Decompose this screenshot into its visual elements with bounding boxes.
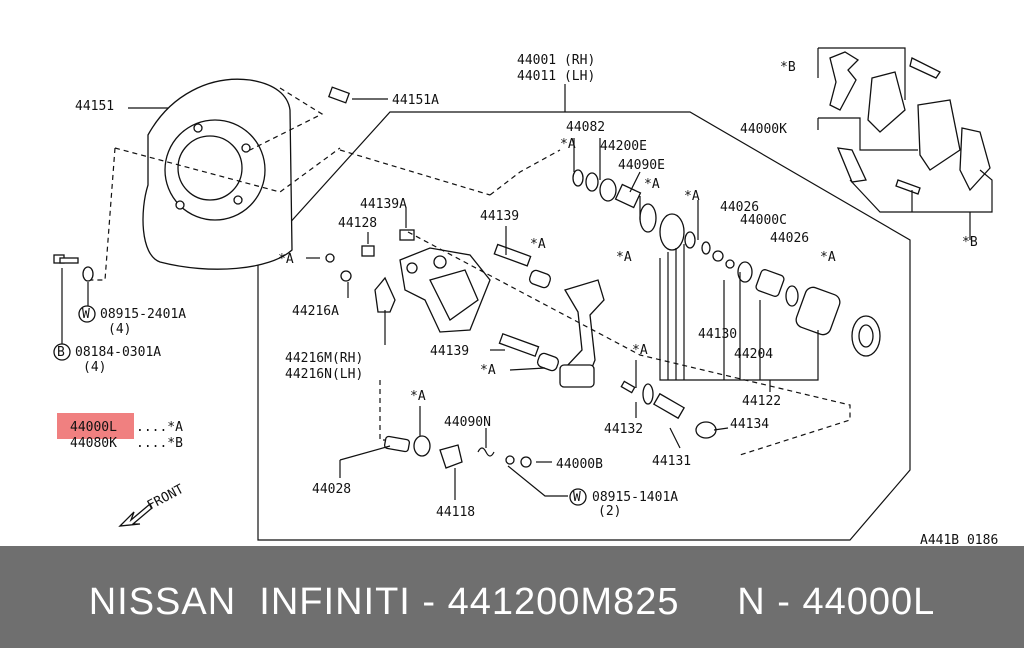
guide-pin-upper: [493, 243, 552, 289]
seal-set: [572, 169, 711, 255]
label-star-a-3: *A: [684, 189, 700, 204]
footer-bar: NISSAN INFINITI - 441200M825 N - 44000L: [0, 546, 1024, 648]
w-circle-letter: W: [82, 307, 90, 322]
label-44026-top: 44026: [720, 200, 759, 215]
label-08915-1401a-qty: (2): [598, 504, 621, 519]
diagram-code: A441B 0186: [920, 533, 998, 546]
label-44134: 44134: [730, 417, 769, 432]
label-08915-1401a: 08915-1401A: [592, 490, 678, 505]
plate-bolt: [327, 86, 388, 104]
pad-kit: [817, 47, 993, 240]
label-44131: 44131: [652, 454, 691, 469]
highlight-44000l: [57, 413, 134, 439]
clip-star-a: [325, 253, 335, 263]
label-08915-2401a-qty: (4): [108, 322, 131, 337]
label-star-a-4: *A: [820, 250, 836, 265]
label-44139-bot: 44139: [430, 344, 469, 359]
label-star-a-5: *A: [616, 250, 632, 265]
label-44000k: 44000K: [740, 122, 787, 137]
guide-pin-lower: [498, 332, 560, 372]
caliper-bracket: [374, 247, 491, 333]
clip-44216a: [340, 270, 352, 282]
w-circle: [78, 305, 96, 323]
label-08184-0301a-qty: (4): [83, 360, 106, 375]
label-44216n: 44216N(LH): [285, 367, 363, 382]
label-44130: 44130: [698, 327, 737, 342]
caliper-boundary: [257, 111, 911, 541]
footer-part-text: NISSAN INFINITI - 441200M825 N - 44000L: [88, 581, 936, 623]
w-circle-2-letter: W: [573, 490, 581, 505]
label-44026-bot: 44026: [770, 231, 809, 246]
label-star-a-7: *A: [278, 252, 294, 267]
label-44204: 44204: [734, 347, 773, 362]
label-08915-2401a: 08915-2401A: [100, 307, 186, 322]
label-44151a: 44151A: [392, 93, 439, 108]
label-star-a-10: *A: [410, 389, 426, 404]
b-circle: [53, 343, 71, 361]
label-44139a: 44139A: [360, 197, 407, 212]
label-44080k-mark: ....*B: [136, 436, 183, 451]
label-44000c: 44000C: [740, 213, 787, 228]
label-44132: 44132: [604, 422, 643, 437]
label-star-a-6: *A: [530, 237, 546, 252]
label-caliper-lh: 44011 (LH): [517, 69, 595, 84]
label-star-a-8: *A: [480, 363, 496, 378]
piston-assembly: [712, 250, 881, 357]
label-front: FRONT: [145, 482, 187, 514]
bolt-44139a: [399, 229, 415, 241]
label-44122: 44122: [742, 394, 781, 409]
label-44216m: 44216M(RH): [285, 351, 363, 366]
lower-hardware: [383, 435, 532, 469]
label-44090n: 44090N: [444, 415, 491, 430]
exploded-parts-diagram: 44001 (RH) 44011 (LH) 44151 44151A W 089…: [53, 47, 998, 546]
mount-bolt: [53, 254, 94, 345]
label-44090e: 44090E: [618, 158, 665, 173]
label-44000b: 44000B: [556, 457, 603, 472]
label-star-a-1: *A: [560, 137, 576, 152]
label-44216a: 44216A: [292, 304, 339, 319]
label-44151: 44151: [75, 99, 114, 114]
label-44118: 44118: [436, 505, 475, 520]
label-star-a-9: *A: [632, 343, 648, 358]
brake-pad-spring: [559, 279, 605, 388]
backing-plate: [128, 78, 293, 270]
label-44028: 44028: [312, 482, 351, 497]
label-44000l: 44000L: [70, 420, 117, 435]
label-caliper-rh: 44001 (RH): [517, 53, 595, 68]
w-circle-2: [569, 488, 587, 506]
front-arrow-icon: [118, 502, 153, 527]
label-44080k: 44080K: [70, 436, 117, 451]
label-star-a-2: *A: [644, 177, 660, 192]
label-star-b-top: *B: [780, 60, 796, 75]
b-circle-letter: B: [57, 345, 65, 360]
label-08184-0301a: 08184-0301A: [75, 345, 161, 360]
label-44000l-mark: ....*A: [136, 420, 183, 435]
label-star-b-bot: *B: [962, 235, 978, 250]
label-44128: 44128: [338, 216, 377, 231]
label-44200e: 44200E: [600, 139, 647, 154]
sleeve-44128: [361, 245, 375, 257]
label-44139-top: 44139: [480, 209, 519, 224]
label-44082: 44082: [566, 120, 605, 135]
